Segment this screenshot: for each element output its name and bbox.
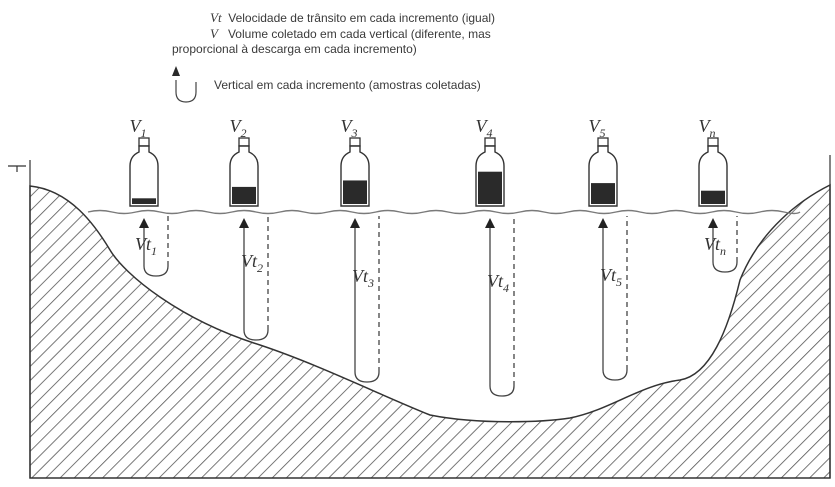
bottle-fill-level — [232, 186, 256, 204]
riverbed-hatched-area — [29, 183, 831, 479]
transit-velocity-label-sub: n — [720, 244, 726, 258]
bottle-label: V3 — [341, 116, 358, 140]
bottle-fill-level — [343, 180, 367, 204]
legend: Vt Velocidade de trânsito em cada increm… — [0, 0, 835, 110]
sample-bottle-icon — [340, 137, 370, 207]
transit-velocity-label-main: Vt — [600, 265, 617, 285]
sample-bottle-icon — [229, 137, 259, 207]
transit-velocity-label: Vt5 — [600, 265, 622, 289]
transit-velocity-label: Vt4 — [487, 271, 509, 295]
legend-vertical-text: Vertical em cada incremento (amostras co… — [214, 78, 481, 92]
sampling-path — [354, 228, 380, 383]
bottle-label-main: V — [130, 116, 143, 136]
transit-velocity-label-main: Vt — [135, 234, 152, 254]
sampling-path — [489, 228, 515, 397]
bottle-label-sub: 2 — [241, 126, 247, 140]
transit-velocity-label-sub: 4 — [503, 281, 509, 295]
bottle-label: V2 — [230, 116, 247, 140]
upward-arrow-icon — [139, 218, 149, 228]
legend-vt-entry: Vt Velocidade de trânsito em cada increm… — [210, 10, 495, 26]
legend-v-symbol: V — [210, 26, 218, 41]
bottle-label-sub: n — [710, 126, 716, 140]
upward-arrow-icon — [485, 218, 495, 228]
transit-velocity-label-sub: 3 — [367, 276, 374, 290]
bottle-label-main: V — [589, 116, 602, 136]
legend-vertical-symbol-icon — [172, 66, 197, 103]
upward-arrow-icon — [598, 218, 608, 228]
bottle-label: Vn — [699, 116, 716, 140]
legend-vt-text: Velocidade de trânsito em cada increment… — [228, 11, 496, 25]
legend-v-text-line2: proporcional à descarga em cada incremen… — [172, 42, 417, 56]
transit-velocity-label-main: Vt — [352, 266, 369, 286]
transit-velocity-label-sub: 5 — [616, 275, 622, 289]
upward-arrow-icon — [239, 218, 249, 228]
sample-bottle-icon — [588, 137, 618, 207]
transit-velocity-label: Vt3 — [352, 266, 374, 290]
transit-velocity-label-main: Vt — [704, 234, 721, 254]
bottle-label-main: V — [699, 116, 712, 136]
bottle-label: V1 — [130, 116, 147, 140]
water-level-marker-icon — [8, 165, 26, 172]
bottle-fill-level — [478, 171, 502, 204]
legend-v-entry: V Volume coletado em cada vertical (dife… — [210, 26, 491, 42]
sample-bottle-icon — [698, 137, 728, 207]
bottle-fill-level — [701, 190, 725, 204]
bottle-fill-level — [132, 198, 156, 204]
upward-arrow-icon — [708, 218, 718, 228]
transit-velocity-label-sub: 2 — [257, 261, 263, 275]
transit-velocity-label-main: Vt — [487, 271, 504, 291]
sampling-path — [143, 228, 169, 277]
water-surface-line — [87, 209, 801, 215]
legend-vt-symbol: Vt — [210, 10, 222, 25]
sampling-path — [712, 228, 738, 273]
bottle-fill-level — [591, 183, 615, 204]
sample-bottle-icon — [475, 137, 505, 207]
bottle-label-sub: 4 — [487, 126, 493, 140]
bottle-label: V4 — [476, 116, 493, 140]
transit-velocity-label-sub: 1 — [151, 244, 157, 258]
bottle-label-sub: 5 — [600, 126, 606, 140]
bottle-label-sub: 1 — [141, 126, 147, 140]
transit-velocity-label: Vt1 — [135, 234, 157, 258]
bottle-label-sub: 3 — [351, 126, 358, 140]
transit-velocity-label-main: Vt — [241, 251, 258, 271]
legend-v-text-line1: Volume coletado em cada vertical (difere… — [227, 27, 491, 41]
transit-velocity-label: Vt2 — [241, 251, 263, 275]
upward-arrow-icon — [350, 218, 360, 228]
bottle-label: V5 — [589, 116, 606, 140]
bottle-label-main: V — [341, 116, 354, 136]
sampling-path — [602, 228, 628, 381]
bottle-label-main: V — [230, 116, 243, 136]
sample-bottle-icon — [129, 137, 159, 207]
sampling-path — [243, 228, 269, 341]
transit-velocity-label: Vtn — [704, 234, 726, 258]
bottle-label-main: V — [476, 116, 489, 136]
